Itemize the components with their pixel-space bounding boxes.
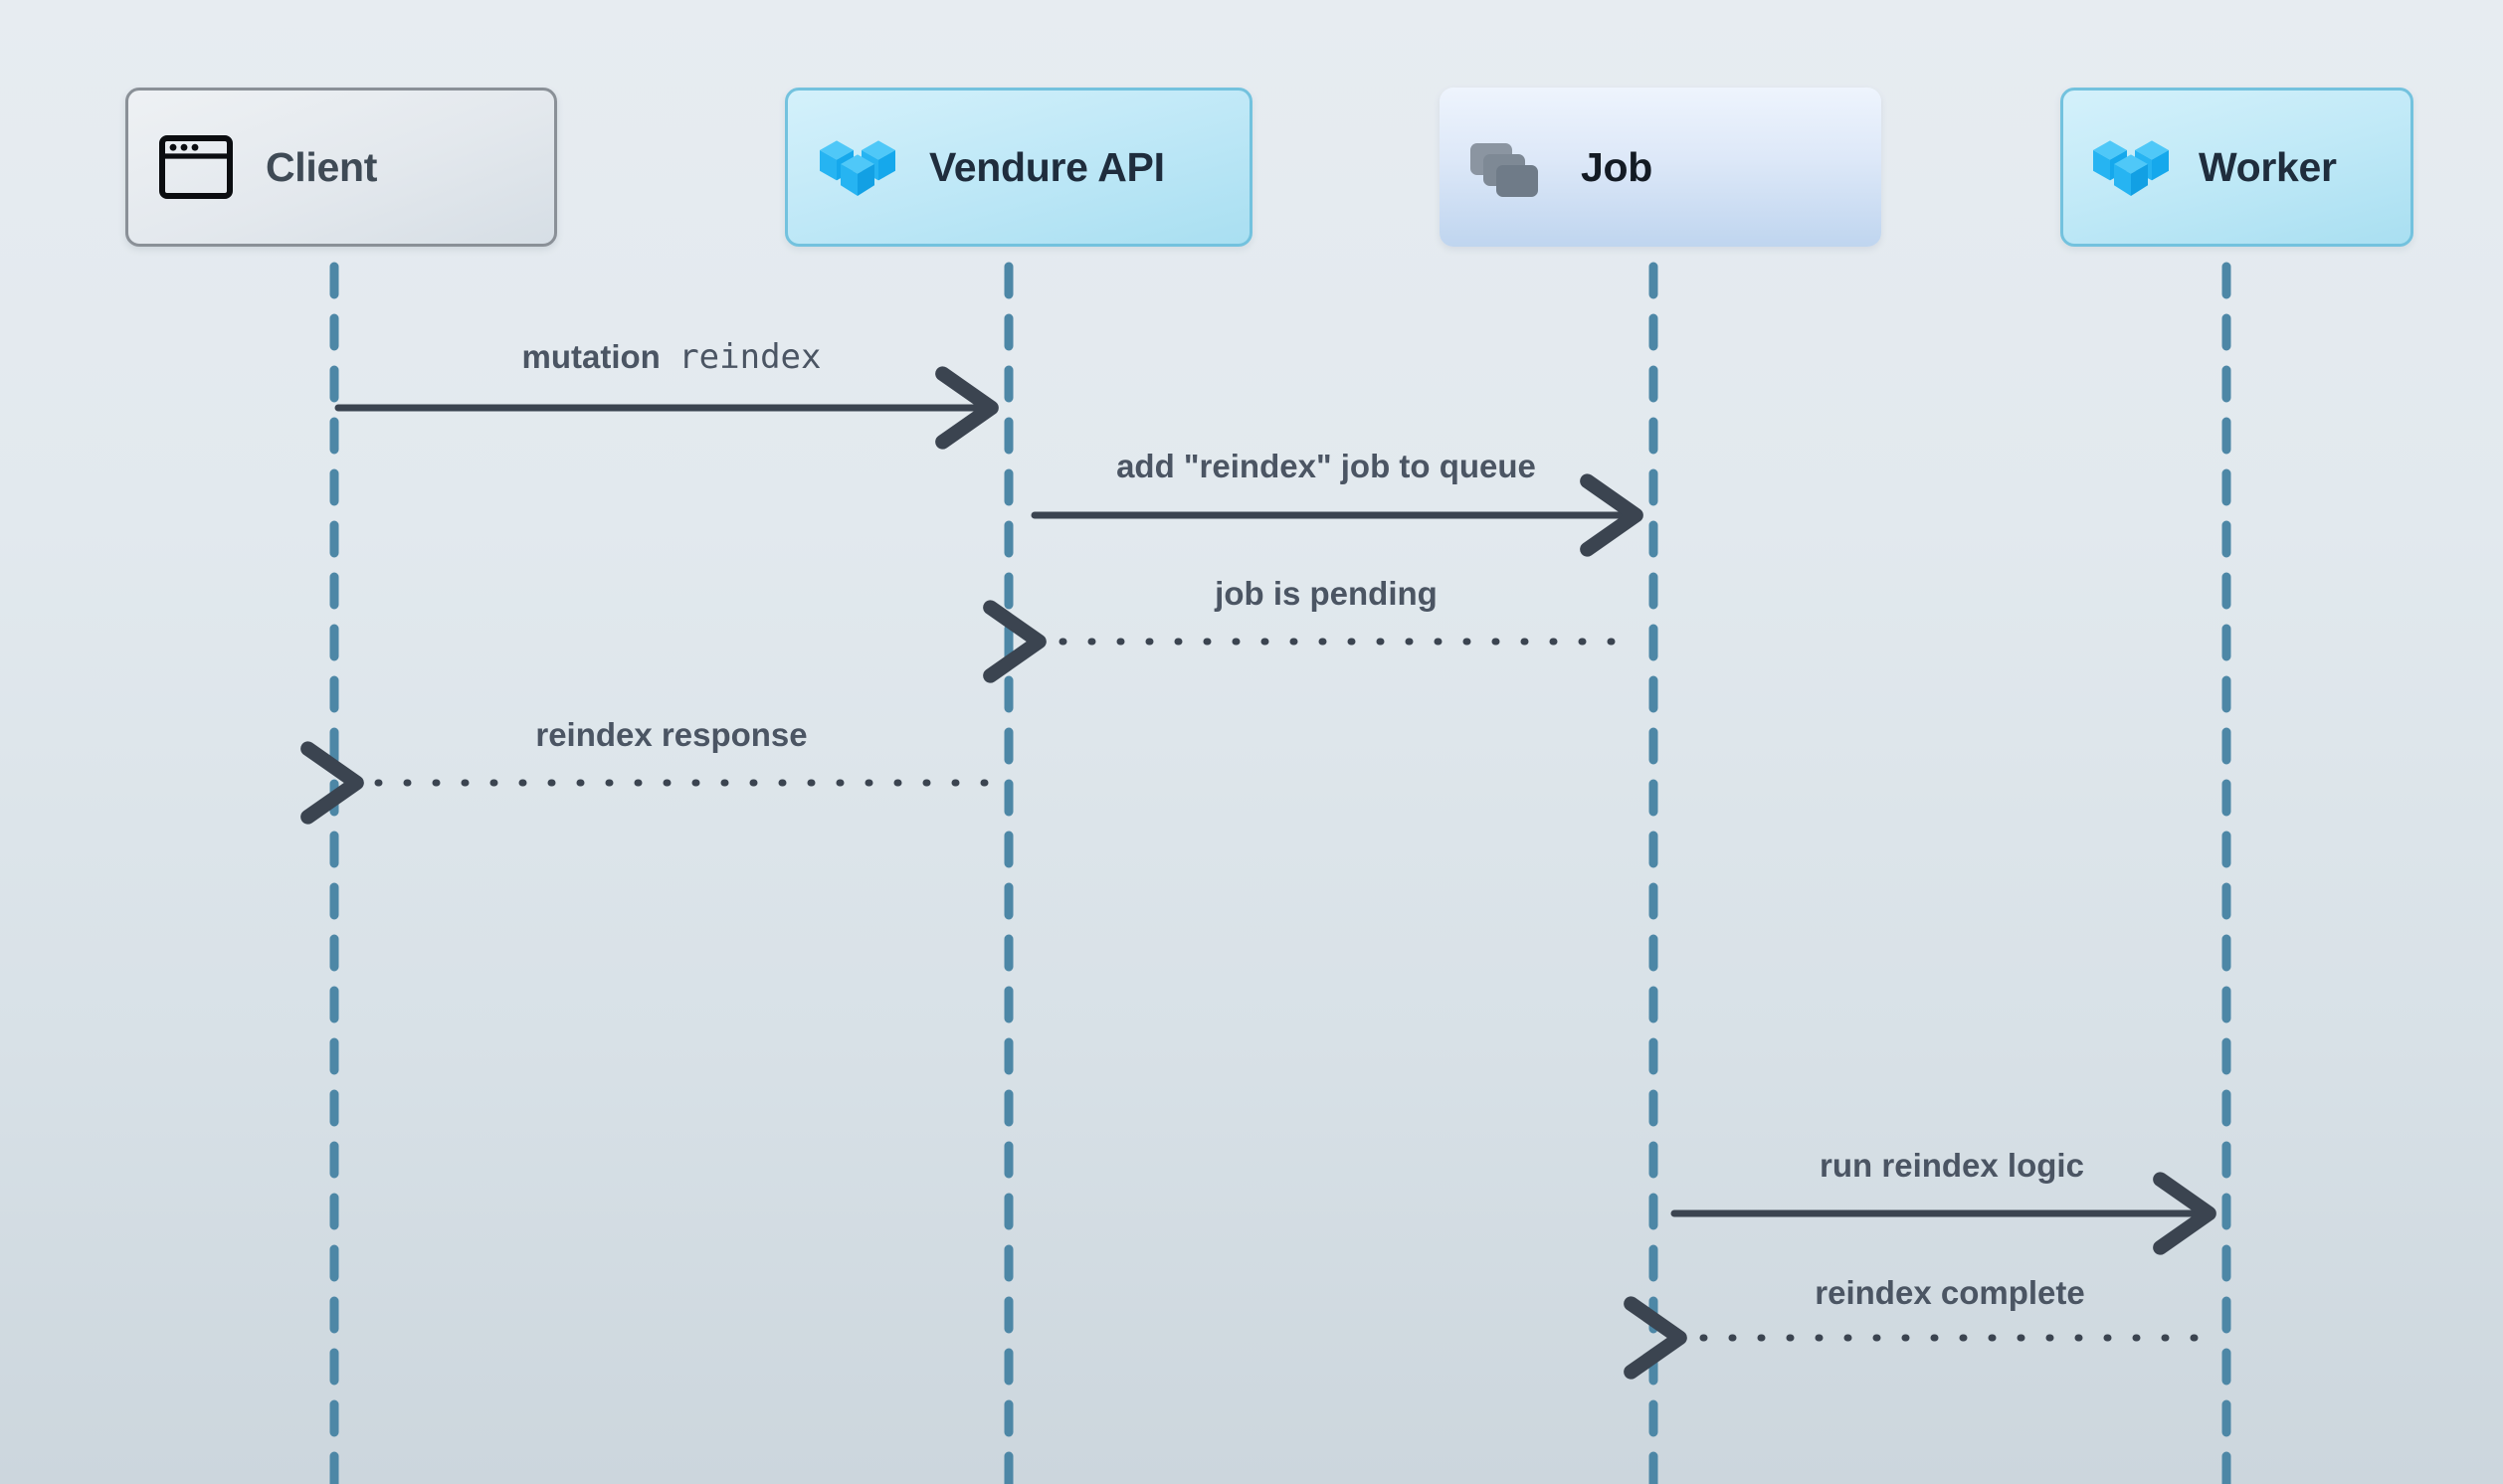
participant-vendure-api[interactable]: Vendure API — [785, 88, 1252, 247]
browser-window-icon — [158, 134, 234, 200]
messages-group — [300, 366, 2216, 1380]
message-label-m1-code: reindex — [678, 337, 822, 377]
participant-job[interactable]: Job — [1440, 88, 1881, 247]
message-label-m5: run reindex logic — [1820, 1147, 2084, 1184]
participant-label-vendure-api: Vendure API — [929, 143, 1165, 190]
message-label-m6: reindex complete — [1815, 1274, 2085, 1311]
message-label-m2: add "reindex" job to queue — [1116, 448, 1536, 484]
vendure-cubes-icon — [2089, 130, 2173, 204]
participant-client[interactable]: Client — [125, 88, 557, 247]
message-label-m3: job is pending — [1215, 575, 1438, 612]
vendure-cubes-icon — [816, 130, 899, 204]
participant-label-job: Job — [1581, 143, 1652, 190]
participant-label-client: Client — [266, 143, 378, 190]
stacked-cards-icon — [1467, 132, 1549, 202]
message-label-m1: mutation reindex — [522, 340, 822, 374]
message-label-m4: reindex response — [535, 716, 808, 753]
participant-worker[interactable]: Worker — [2060, 88, 2413, 247]
participant-label-worker: Worker — [2199, 143, 2337, 190]
message-label-m1-prefix: mutation — [521, 338, 661, 375]
